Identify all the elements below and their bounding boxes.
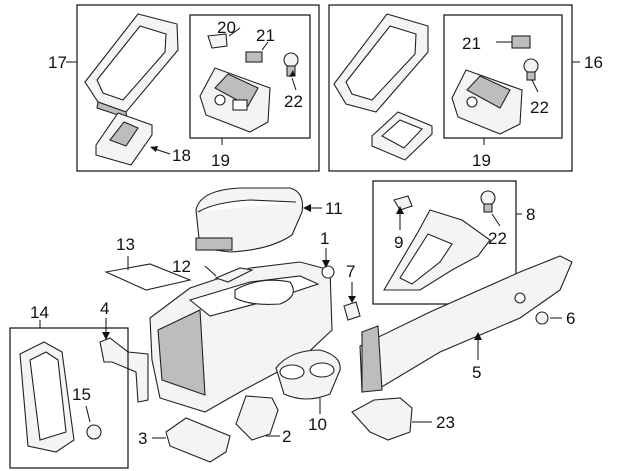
cap-20-part (207, 33, 228, 49)
mat-part (95, 112, 171, 166)
box-17-assembly (66, 4, 320, 172)
callout-1: 1 (320, 229, 329, 248)
callout-22: 22 (284, 92, 303, 111)
bracket-23-part (351, 397, 432, 441)
callout-23: 23 (436, 413, 455, 432)
socket-22-part-right (523, 58, 539, 93)
console-body-part (149, 248, 335, 413)
callout-22-box8: 22 (488, 229, 507, 248)
callout-16: 16 (584, 53, 603, 72)
callout-19: 19 (211, 151, 230, 170)
callout-12: 12 (172, 257, 191, 276)
box-8 (372, 180, 517, 305)
switch-module-part (199, 67, 271, 133)
callout-2: 2 (282, 427, 291, 446)
tray-insert-part (371, 111, 433, 161)
socket-22-part (283, 52, 299, 91)
callout-21-right: 21 (462, 34, 481, 53)
box-16 (328, 4, 573, 172)
callout-13: 13 (116, 235, 135, 254)
console-tray-part (84, 13, 179, 119)
callout-3: 3 (138, 429, 147, 448)
box-14-assembly (9, 320, 129, 469)
switch-21-part (245, 51, 263, 63)
callout-10: 10 (308, 415, 327, 434)
callout-19-right: 19 (472, 151, 491, 170)
clip-7-part (343, 282, 361, 321)
callout-18: 18 (172, 146, 191, 165)
callout-14: 14 (30, 303, 49, 322)
callout-8: 8 (526, 205, 535, 224)
callout-21: 21 (256, 26, 275, 45)
console-tray-part-right (333, 13, 429, 113)
side-trim-5-part (359, 255, 573, 393)
callout-20: 20 (217, 18, 236, 37)
mat-13-part (104, 256, 192, 291)
bracket-4-part (99, 318, 149, 403)
box-14 (9, 327, 129, 469)
bracket-3-part (152, 417, 231, 463)
cup-holder-10-part (275, 349, 341, 414)
callout-7: 7 (346, 262, 355, 281)
box-17 (76, 4, 320, 172)
callout-15: 15 (72, 385, 91, 404)
bracket-2-part (235, 395, 280, 441)
box-16-assembly (328, 4, 580, 172)
trim-strip-12-part (204, 265, 254, 283)
socket-22-part-box8 (480, 190, 501, 227)
callout-22-right: 22 (530, 98, 549, 117)
box-19-left (189, 14, 311, 139)
callout-5: 5 (472, 363, 481, 382)
callout-9: 9 (394, 233, 403, 252)
switch-module-part-right (451, 69, 523, 135)
box-19-right (443, 14, 563, 139)
armrest-lid-part (195, 187, 322, 253)
clip-6-part (535, 311, 562, 325)
box-8-assembly (372, 180, 522, 305)
callout-6: 6 (566, 309, 575, 328)
switch-21-part-right (511, 35, 531, 49)
callout-11: 11 (325, 199, 343, 218)
callout-4: 4 (100, 299, 109, 318)
callout-17: 17 (48, 53, 67, 72)
